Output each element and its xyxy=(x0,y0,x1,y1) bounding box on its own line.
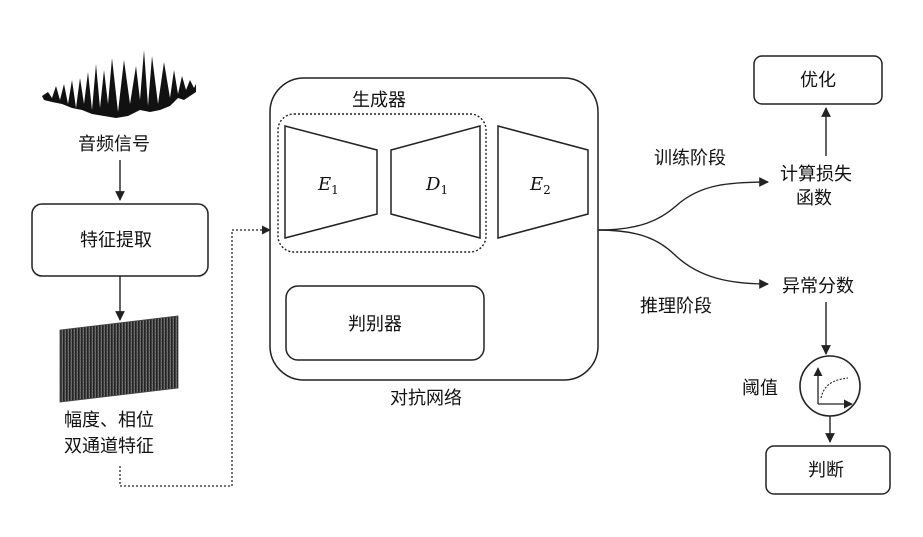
arrow-to-inference xyxy=(598,230,768,284)
inference-stage-label: 推理阶段 xyxy=(640,296,712,317)
dual-channel-label-line2: 双通道特征 xyxy=(64,436,154,457)
dual-channel-label-line1: 幅度、相位 xyxy=(64,410,154,431)
audio-signal-label: 音频信号 xyxy=(78,134,150,155)
adversarial-network-label: 对抗网络 xyxy=(390,388,462,409)
compute-loss-line2: 函数 xyxy=(796,188,832,209)
training-stage-label: 训练阶段 xyxy=(654,148,726,169)
compute-loss-line1: 计算损失 xyxy=(780,164,852,185)
waveform-icon xyxy=(42,50,196,118)
judge-label: 判断 xyxy=(808,460,844,481)
threshold-label: 阈值 xyxy=(742,378,778,399)
spectrogram-image xyxy=(60,316,178,402)
generator-label: 生成器 xyxy=(352,90,406,111)
feature-extraction-label: 特征提取 xyxy=(80,230,152,251)
optimize-label: 优化 xyxy=(800,70,836,91)
discriminator-label: 判别器 xyxy=(348,314,402,335)
arrow-to-training xyxy=(598,182,768,230)
threshold-chart-icon xyxy=(800,356,860,416)
anomaly-score-label: 异常分数 xyxy=(782,276,854,297)
